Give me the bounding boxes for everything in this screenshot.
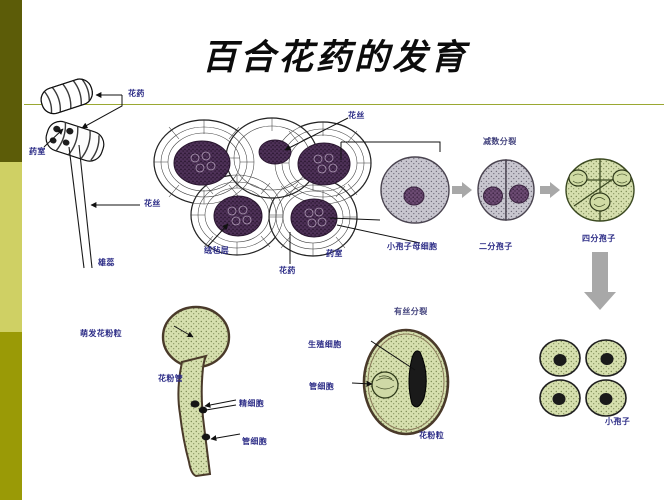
label-tube-cell: 管细胞: [309, 382, 335, 391]
free-microspores-illustration: [539, 339, 627, 417]
sidebar-segment-bottom: [0, 332, 22, 500]
label-tetrad: 四分孢子: [582, 234, 616, 243]
stamen-illustration: [40, 78, 140, 269]
label-generative-cell: 生殖细胞: [308, 340, 342, 349]
label-stamen: 雄蕊: [98, 258, 115, 267]
label-microspore-mother-cell: 小孢子母细胞: [387, 242, 438, 251]
arrow-tetrad-to-microspores: [584, 252, 616, 310]
label-locule: 药室: [29, 147, 46, 156]
label-filament-top: 花丝: [348, 111, 365, 120]
horizontal-divider-rule: [24, 104, 664, 105]
arrow-mmc-to-dyad: [452, 182, 472, 198]
label-pollen-grain: 花粉粒: [419, 431, 445, 440]
label-tapetum: 绒毡层: [204, 246, 230, 255]
sidebar-segment-middle: [0, 162, 22, 332]
pollen-grain-illustration: [351, 328, 450, 436]
dyad-shape: [477, 159, 535, 221]
microspore-mother-cell-shape: [380, 156, 450, 224]
locule-to-cell-bracket: [336, 141, 441, 244]
label-tube-cell-2: 管细胞: [242, 437, 268, 446]
meiosis-sequence-illustration: [380, 156, 635, 310]
label-pollen-tube: 花粉管: [158, 374, 184, 383]
sidebar-segment-top: [0, 0, 22, 162]
label-sperm-cells: 精细胞: [239, 399, 265, 408]
label-filament: 花丝: [144, 199, 161, 208]
tetrad-shape: [565, 158, 635, 222]
label-meiosis: 减数分裂: [483, 137, 517, 146]
label-germinating-pollen: 萌发花粉粒: [80, 329, 122, 338]
label-dyad: 二分孢子: [479, 242, 513, 251]
page-title: 百合花药的发育: [201, 37, 468, 78]
label-anther-cross: 花药: [279, 266, 296, 275]
anther-cross-section-illustration: [153, 117, 381, 264]
label-mitosis: 有丝分裂: [394, 307, 428, 316]
label-locule-cross: 药室: [326, 249, 343, 258]
germinating-pollen-illustration: [161, 305, 241, 478]
arrow-dyad-to-tetrad: [540, 182, 560, 198]
label-anther: 花药: [128, 89, 145, 98]
label-microspore: 小孢子: [605, 417, 631, 426]
